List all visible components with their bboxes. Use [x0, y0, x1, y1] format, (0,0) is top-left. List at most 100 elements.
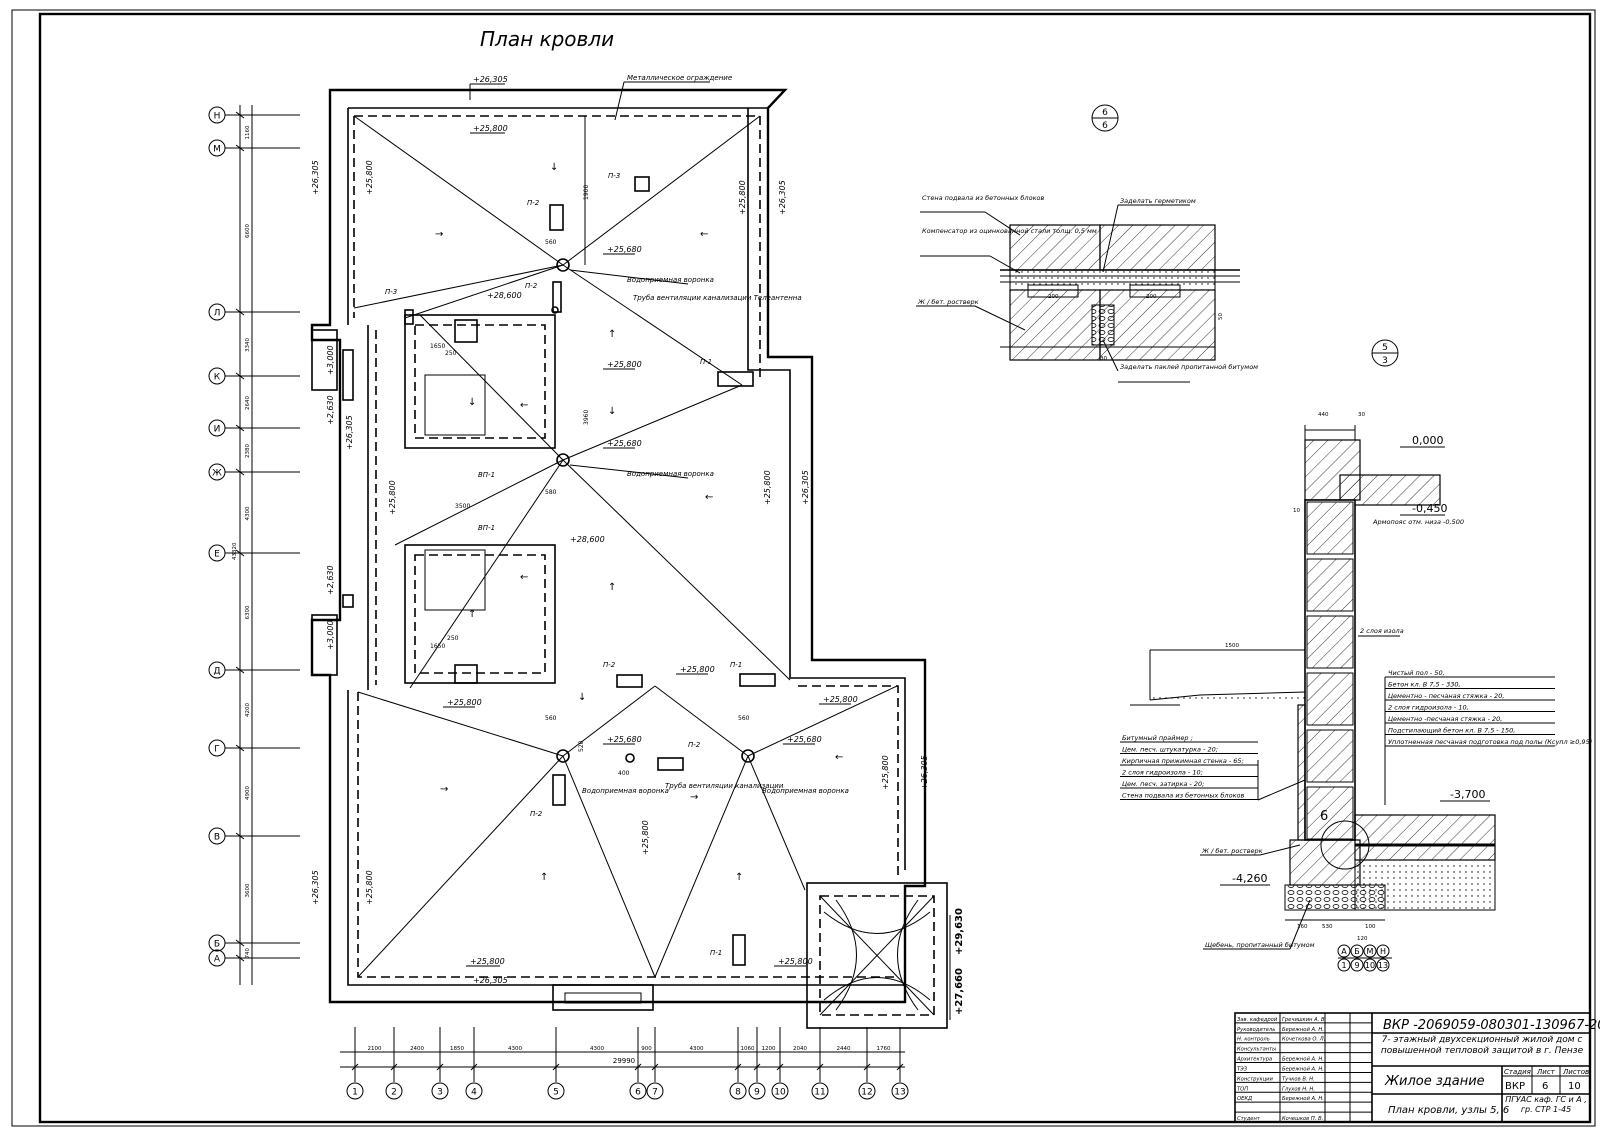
node-6-marker-top: 6	[1102, 108, 1108, 118]
parapet-note: Металлическое ограждение	[627, 74, 732, 82]
row-axis-label: К	[214, 373, 221, 383]
elevation-label: +25,800	[823, 695, 858, 704]
dim-label: 560	[545, 715, 557, 722]
funnel-icon	[556, 258, 570, 272]
column-dim-label: 1200	[762, 1046, 776, 1052]
armopoyas-note: Армопояс отм. низа -0,500	[1372, 518, 1464, 526]
dim-label: 580	[545, 489, 557, 496]
row-axis-label: М	[213, 145, 221, 155]
tb-role: Архитектура	[1236, 1057, 1272, 1063]
column-axis-label: 6	[635, 1088, 641, 1098]
elevation-label: +3,000	[326, 345, 335, 375]
dim-label: 440	[1318, 412, 1329, 418]
row-dim-label: 2380	[245, 444, 251, 458]
callout-text: Ж / бет. ростверк	[917, 298, 979, 306]
column-axis-label: 12	[861, 1088, 872, 1098]
tb-role: Зав. кафедрой	[1237, 1017, 1278, 1023]
column-axis-label: 9	[754, 1088, 760, 1098]
elevation-label: +3,000	[326, 620, 335, 650]
level-label: -0,450	[1412, 502, 1447, 515]
row-axis-bubble	[208, 419, 226, 437]
elevation-label: +25,800	[778, 957, 813, 966]
row-axis-label: В	[214, 833, 220, 843]
level-label: -4,260	[1232, 872, 1267, 885]
crushed-stone-note: Щебень, пропитанный битумом	[1205, 941, 1315, 949]
column-axis-bubble	[771, 1082, 789, 1100]
node-6-callouts: Стена подвала из бетонных блоков Компенс…	[916, 194, 1258, 383]
exhaust-label: П-2	[525, 282, 538, 290]
vent-label: Труба вентиляции канализации Телеантенна	[633, 294, 802, 302]
entrance-canopy	[552, 984, 654, 1011]
slope-arrows: →←↓ ↑↓← ↑←← →←↑ ↑↓↑ ↓→	[435, 162, 843, 883]
column-dim-label: 2100	[368, 1046, 382, 1052]
row-dim-label: 1160	[245, 125, 251, 139]
column-axis-bubble	[465, 1082, 483, 1100]
porch-canopy	[806, 882, 948, 1029]
node-6-callout-circle	[1320, 820, 1370, 870]
row-axis-bubble	[208, 106, 226, 124]
node-axis-label: Н	[1380, 947, 1386, 956]
dim-label: 250	[447, 635, 459, 642]
exhaust-label: П-3	[608, 172, 620, 180]
elevation-label: +29,630	[954, 908, 965, 955]
svg-text:→: →	[690, 792, 698, 803]
wall-layer-text: Кирпичная прижимная стенка - 65;	[1122, 757, 1244, 765]
dim-label: 1650	[430, 643, 445, 650]
svg-text:←: ←	[700, 229, 708, 240]
elevation-label: +25,800	[641, 820, 650, 855]
exhaust-labels: П-3 П-2 П-2 П-3 П-1 ВП-1 ВП-1 П-2 П-1 П-…	[385, 172, 742, 957]
dim-label: 50	[1218, 313, 1224, 320]
callout-text: Заделать герметиком	[1120, 197, 1196, 205]
row-axis-bubble	[208, 827, 226, 845]
vent-pipe-icon	[625, 753, 635, 763]
elevation-label: +25,800	[881, 755, 890, 790]
svg-text:↓: ↓	[608, 406, 616, 417]
sheets-value: 10	[1568, 1081, 1581, 1092]
dim-label: 520	[578, 740, 585, 752]
row-axis-bubble	[208, 139, 226, 157]
row-axis-label: Ж	[212, 469, 222, 479]
exhaust-label: П-2	[530, 810, 543, 818]
organization: ПГУАС каф. ГС и А , гр. СТР 1-45	[1505, 1095, 1587, 1114]
node-axis-label: А	[1341, 947, 1347, 956]
funnel-label: Водоприемная воронка	[582, 787, 669, 795]
callout-text: Заделать паклей пропитанной битумом	[1120, 363, 1258, 371]
elevation-label: +25,800	[738, 180, 747, 215]
elevation-label: +27,660	[954, 968, 965, 1015]
node-5-notes: Армопояс отм. низа -0,500 2 слоя изола	[1358, 518, 1464, 637]
wall-layer-text: 2 слоя гидроизола - 10;	[1122, 769, 1203, 777]
elevation-label: +25,680	[607, 439, 642, 448]
dim-label: 3500	[455, 503, 470, 510]
tb-name: Бережной А. Н.	[1282, 1066, 1324, 1072]
row-axis-bubble	[208, 949, 226, 967]
shaft-lower	[404, 544, 556, 684]
node-axis-label: 1	[1341, 961, 1346, 970]
drawing-title: План кровли	[480, 27, 614, 51]
grillage-note: Ж / бет. ростверк	[1201, 847, 1263, 855]
elevation-label: +26,305	[920, 755, 929, 790]
node-5-dims: 440 30 10 1500 530 160 100 120	[1225, 412, 1376, 942]
node-5-levels: 0,000 -0,450 -3,700 -4,260	[1220, 434, 1490, 886]
svg-text:←: ←	[705, 492, 713, 503]
row-dim-label: 740	[245, 948, 251, 959]
vertical-elevation-tags: +26,305 +25,800 +25,800 +26,305 +26,305 …	[311, 160, 929, 905]
column-dim-label: 4300	[590, 1046, 604, 1052]
tb-role: Конструкции	[1237, 1076, 1274, 1082]
parapet-inner	[347, 107, 906, 986]
node-6-callout-marker: 6	[1320, 809, 1328, 824]
dim-label: 100	[1365, 924, 1376, 930]
elevation-label: +25,800	[365, 870, 374, 905]
node-6-dims: 200 200 30 50	[1048, 294, 1224, 362]
elevation-label: +26,305	[778, 180, 787, 215]
elevation-label: +26,305	[801, 470, 810, 505]
svg-text:↑: ↑	[540, 872, 548, 883]
elevation-label: +25,800	[680, 665, 715, 674]
node-6-marker-bottom: 6	[1102, 121, 1108, 131]
exhaust-label: ВП-1	[478, 524, 495, 532]
